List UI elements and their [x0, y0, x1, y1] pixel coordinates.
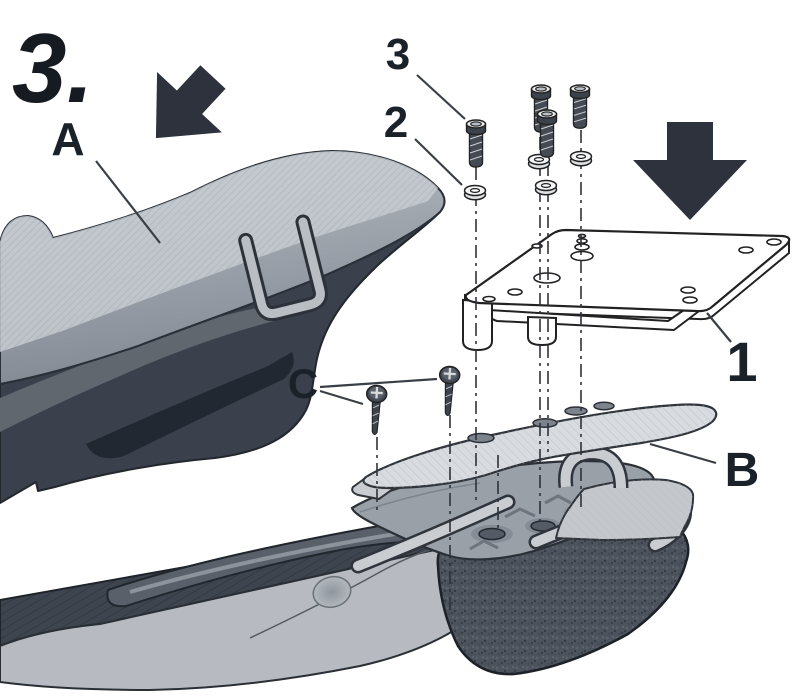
- part-b-label: B: [725, 444, 760, 497]
- seat-texture-band: [0, 151, 438, 352]
- alignment-centerlines: [376, 130, 582, 612]
- seat-pan-swoosh-dark: [86, 352, 294, 459]
- plate-top-face: [464, 228, 791, 313]
- seat-part-a: [0, 150, 446, 504]
- plate-spacer-left: [462, 298, 493, 352]
- panel-seam-line: [249, 544, 451, 639]
- plate-spacer-center: [527, 315, 557, 347]
- leader-lines: [95, 74, 732, 465]
- leader-b: [649, 442, 717, 465]
- grab-handle-arch: [558, 445, 629, 489]
- allen-screw-front-left: [536, 109, 558, 158]
- side-panel: [0, 547, 502, 691]
- fitting-bracket-part-b: [351, 401, 718, 500]
- mounting-plate-part-1: [462, 228, 791, 352]
- rack-molded-ridges: [469, 494, 572, 551]
- allen-screw-right: [569, 84, 591, 129]
- leader-c-upper: [319, 377, 438, 389]
- seat-pan-swoosh: [0, 306, 278, 432]
- part-3-label: 3: [386, 30, 410, 79]
- phillips-screw-c-left: [363, 383, 389, 437]
- washer-front-left: [534, 179, 558, 196]
- panel-indent: [312, 575, 352, 609]
- washer-right: [569, 150, 593, 167]
- step-number-label: 3.: [12, 13, 94, 123]
- rear-cowl: [555, 478, 695, 541]
- phillips-screw-c-right: [436, 364, 462, 418]
- bracket-holes: [467, 401, 615, 444]
- leader-3: [416, 74, 466, 120]
- seat-latch-hook: [238, 214, 328, 322]
- diagonal-down-arrow-icon: [155, 65, 226, 139]
- part-c-label: C: [288, 360, 318, 407]
- leader-1: [706, 312, 732, 343]
- part-1-label: 1: [726, 330, 757, 393]
- scooter-tail: [0, 445, 695, 691]
- leader-a: [95, 160, 161, 244]
- plate-holes: [482, 233, 782, 304]
- bracket-tip-flap: [351, 478, 394, 500]
- leader-c-lower: [319, 389, 364, 406]
- down-arrow-icon: [633, 122, 747, 220]
- leader-2: [414, 138, 463, 186]
- washer-part-2: [463, 184, 487, 201]
- part-2-label: 2: [384, 98, 408, 147]
- allen-screw-part-3: [465, 119, 487, 168]
- part-a-label: A: [51, 113, 84, 165]
